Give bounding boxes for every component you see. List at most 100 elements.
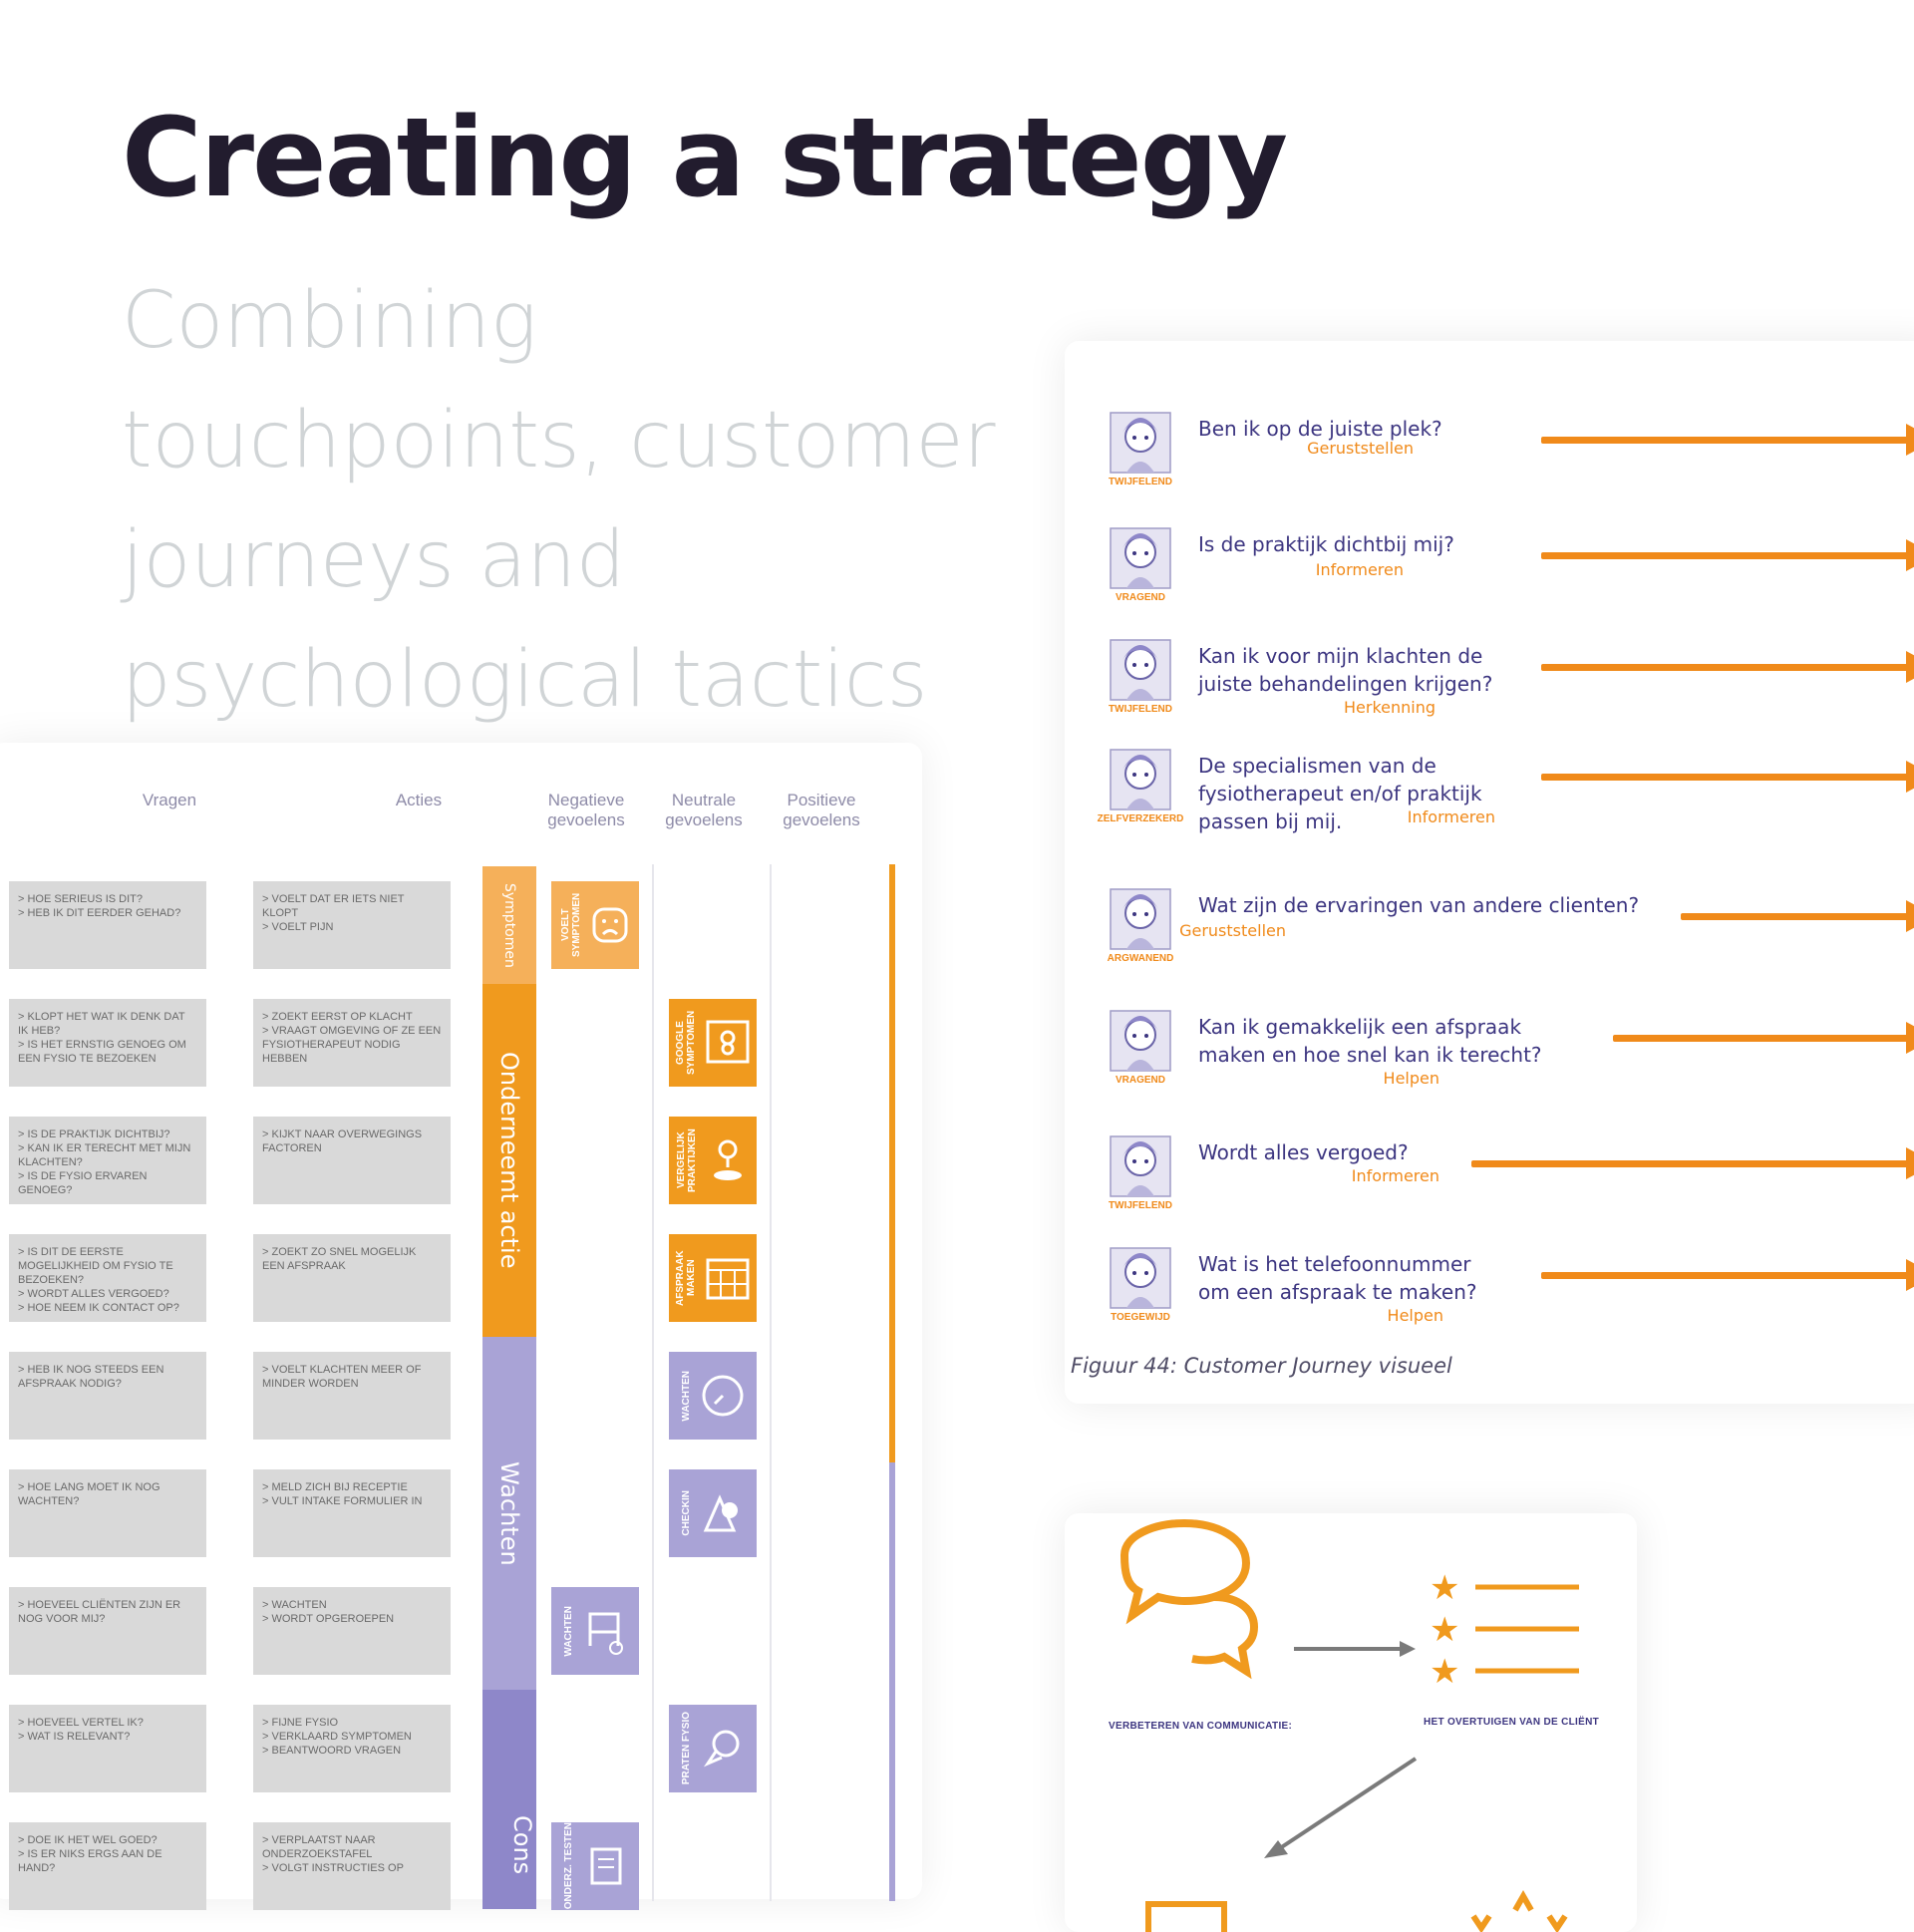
persona-avatar-icon (1110, 527, 1171, 589)
feeling-voelt-symptomen: Voelt symptomen (551, 881, 639, 969)
vraag-cell: > Heb ik nog steeds een afspraak nodig? (9, 1352, 206, 1440)
actie-cell: > Verplaatst naar onderzoekstafel > Volg… (253, 1822, 451, 1910)
right-arrow-icon (1294, 1641, 1416, 1657)
column-header-acties: Acties (395, 791, 443, 809)
persona-mood-label: Vragend (1115, 1075, 1165, 1086)
search-screen-icon (706, 1020, 750, 1064)
persona-question: Kan ik gemakkelijk een afspraak maken en… (1198, 1015, 1542, 1067)
phase-wachten: Wachten (482, 1337, 536, 1690)
arrow-right-icon (1613, 1022, 1914, 1054)
persona-row: ArgwanendWat zijn de ervaringen van ande… (1065, 879, 1914, 979)
arrow-right-icon (1541, 1259, 1914, 1291)
waiting-chair-icon (588, 1612, 623, 1655)
map-pin-icon (703, 1494, 738, 1532)
calendar-icon (706, 1258, 750, 1300)
persona-tactic: Herkenning (1343, 698, 1436, 717)
vraag-cell: > Hoe lang moet ik nog wachten? (9, 1469, 206, 1557)
persona-tactic: Informeren (1315, 560, 1404, 579)
customer-journey-table-card: Vragen Acties Negatieve gevoelens Neutra… (0, 743, 922, 1910)
sparkle-people-icon (1470, 1889, 1568, 1932)
persona-avatar-icon (1110, 1247, 1171, 1309)
persona-mood-label: Twijfelend (1109, 477, 1172, 487)
persona-question: Wordt alles vergoed? (1198, 1140, 1409, 1164)
column-header-vragen: Vragen (142, 791, 197, 809)
phase-symptomen: Symptomen (482, 866, 536, 984)
vraag-cell: > Is de praktijk dichtbij? > Kan ik er t… (9, 1117, 206, 1204)
arrow-right-icon (1541, 651, 1914, 683)
actie-cell: > Fijne fysio > Verklaard symptomen > Be… (253, 1705, 451, 1792)
vraag-cell: > Hoeveel vertel ik? > Wat is relevant? (9, 1705, 206, 1792)
arrow-right-icon (1541, 761, 1914, 793)
person-location-icon (714, 1139, 742, 1180)
column-divider (770, 864, 772, 1901)
persona-question: Kan ik voor mijn klachten de juiste beha… (1198, 644, 1493, 696)
persona-mood-label: Zelfverzekerd (1097, 813, 1184, 824)
persona-row: TwijfelendWordt alles vergoed?Informeren (1065, 1127, 1914, 1226)
customer-journey-visual-card: TwijfelendBen ik op de juiste plek?Gerus… (1065, 341, 1914, 1404)
speech-bubbles-icon (1119, 1518, 1259, 1680)
label-overtuigen-client: Het overtuigen van de cliënt (1424, 1717, 1600, 1728)
label-verbeteren-communicatie: Verbeteren van communicatie: (1109, 1721, 1293, 1732)
feeling-wachten: Wachten (669, 1352, 757, 1440)
actie-cell: > Zoekt eerst op klacht > Vraagt omgevin… (253, 999, 451, 1087)
persona-avatar-icon (1110, 1135, 1171, 1197)
arrow-right-icon (1541, 424, 1914, 456)
persona-tactic: Helpen (1383, 1069, 1439, 1088)
actie-cell: > Voelt dat er iets niet klopt > Voelt p… (253, 881, 451, 969)
chat-bubble-icon (703, 1730, 739, 1768)
feeling-google-symptomen: Google symptomen (669, 999, 757, 1087)
star-rating-icon: ★ ★ ★ (1430, 1568, 1579, 1692)
phase-onderneemt-actie: Onderneemt actie (482, 984, 536, 1337)
vraag-cell: > Is dit de eerste mogelijkheid om fysio… (9, 1234, 206, 1322)
down-left-arrow-icon (1264, 1757, 1418, 1858)
column-header-neutraal: Neutrale gevoelens (665, 791, 743, 829)
persona-mood-label: Twijfelend (1109, 704, 1172, 715)
vraag-cell: > Hoe serieus is dit? > Heb ik dit eerde… (9, 881, 206, 969)
persona-mood-label: Twijfelend (1109, 1200, 1172, 1211)
feeling-checkin: Checkin (669, 1469, 757, 1557)
page-subtitle: Combining touchpoints, customer journeys… (122, 276, 996, 725)
communication-diagram-card: ★ ★ ★ Verbeteren van communicatie: Het o… (1065, 1513, 1637, 1932)
persona-avatar-icon (1110, 1010, 1171, 1072)
arrow-right-icon (1541, 539, 1914, 571)
persona-question: Ben ik op de juiste plek? (1198, 417, 1442, 441)
persona-mood-label: Toegewijd (1111, 1312, 1170, 1323)
persona-question: Wat is het telefoonnummer om een afspraa… (1198, 1252, 1477, 1304)
persona-tactic: Geruststellen (1307, 439, 1414, 458)
vraag-cell: > Hoeveel cliënten zijn er nog voor mij? (9, 1587, 206, 1675)
feeling-afspraak-maken: Afspraak maken (669, 1234, 757, 1322)
emotion-line-orange (889, 864, 895, 1462)
clock-icon (702, 1375, 743, 1417)
phase-consult: Cons (482, 1690, 536, 1909)
screen-icon (1145, 1901, 1227, 1932)
persona-row: Zelfverzekerd De specialismen van de fysi… (1065, 740, 1914, 839)
persona-tactic: Helpen (1387, 1306, 1443, 1325)
actie-cell: > Zoekt zo snel mogelijk een afspraak (253, 1234, 451, 1322)
persona-tactic: Informeren (1407, 807, 1495, 826)
svg-text:★: ★ (1430, 1610, 1459, 1650)
figure-caption: Figuur 44: Customer Journey visueel (1071, 1354, 1452, 1378)
actie-cell: > Meld zich bij receptie > Vult intake f… (253, 1469, 451, 1557)
svg-text:★: ★ (1430, 1652, 1459, 1692)
persona-question: Wat zijn de ervaringen van andere client… (1198, 893, 1640, 917)
page-title: Creating a strategy (122, 94, 1288, 221)
persona-mood-label: Vragend (1115, 592, 1165, 603)
vraag-cell: > Klopt het wat ik denk dat ik heb? > Is… (9, 999, 206, 1087)
arrow-right-icon (1471, 1147, 1914, 1179)
persona-question: Is de praktijk dichtbij mij? (1198, 532, 1454, 556)
actie-cell: > Wachten > Wordt opgeroepen (253, 1587, 451, 1675)
svg-text:★: ★ (1430, 1568, 1459, 1608)
actie-cell: > Kijkt naar overwegings factoren (253, 1117, 451, 1204)
column-divider (652, 864, 654, 1901)
persona-tactic: Geruststellen (1179, 921, 1286, 940)
persona-row: Vragend Kan ik gemakkelijk een afspraak m… (1065, 1001, 1914, 1101)
persona-question: De specialismen van de fysiotherapeut en… (1198, 754, 1482, 833)
persona-row: Vragend Is de praktijk dichtbij mij? Infor… (1065, 518, 1914, 618)
actie-cell: > Voelt klachten meer of minder worden (253, 1352, 451, 1440)
feeling-vergelijk-praktijken: Vergelijk praktijken (669, 1117, 757, 1204)
feeling-onderzoek-testen: Onderz. testen (551, 1822, 639, 1910)
feeling-wachten-negatief: Wachten (551, 1587, 639, 1675)
persona-row: Twijfelend Ben ik op de juiste plek?Gerus… (1065, 403, 1914, 502)
persona-avatar-icon (1110, 639, 1171, 701)
column-header-positief: Positieve gevoelens (783, 791, 860, 829)
